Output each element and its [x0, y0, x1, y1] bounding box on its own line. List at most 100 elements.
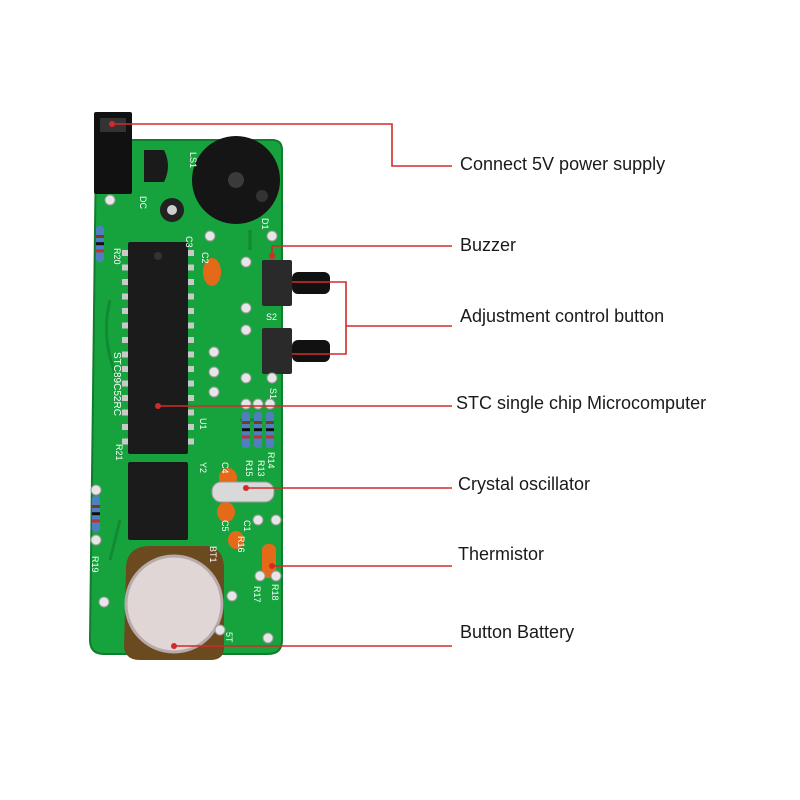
crystal-oscillator: [211, 481, 275, 503]
solder-pad: [240, 302, 252, 314]
mcu-pin: [122, 293, 128, 300]
silk-r16: R16: [236, 536, 246, 553]
callout-label-battery: Button Battery: [460, 622, 575, 642]
silk-d1: D1: [260, 218, 270, 230]
solder-pad: [226, 590, 238, 602]
solder-pad: [240, 324, 252, 336]
mcu-pin: [188, 395, 194, 401]
callout-label-thermistor: Thermistor: [458, 544, 545, 564]
mcu-pin: [122, 337, 128, 343]
mcu-pin: [122, 380, 128, 387]
resistor-band: [266, 428, 274, 432]
resistor-band: [96, 235, 104, 238]
solder-pad: [90, 534, 102, 546]
mcu-pin: [188, 322, 194, 329]
resistor-band: [242, 428, 250, 432]
mcu-pin: [188, 279, 194, 285]
resistor-band: [96, 249, 104, 253]
silk-c5: C5: [220, 520, 230, 532]
silk-r15: R15: [244, 460, 254, 477]
mcu-pin: [122, 366, 128, 372]
callout-dot: [155, 403, 161, 409]
solder-pad: [252, 398, 264, 410]
mcu-pin: [122, 395, 128, 401]
mcu-pins: [122, 250, 194, 445]
resistor-band: [266, 435, 274, 439]
callout-label-crystal: Crystal oscillator: [458, 474, 591, 494]
mcu-pin: [188, 409, 194, 416]
callout-lines: [109, 121, 452, 649]
mcu-pin: [122, 424, 128, 430]
callout-dot: [269, 563, 275, 569]
mcu-pin: [122, 308, 128, 314]
resistor-band: [96, 242, 104, 246]
mcu-pin: [188, 250, 194, 256]
silk-c1: C1: [242, 520, 252, 532]
silk-bt1: BT1: [208, 546, 218, 563]
silk-c3: C3: [184, 236, 194, 248]
resistor-bank: [92, 226, 274, 532]
callout-dot: [269, 253, 275, 259]
mcu-pin: [188, 366, 194, 372]
solder-pad: [90, 484, 102, 496]
silk-r13: R13: [256, 460, 266, 477]
silk-r18: R18: [270, 584, 280, 601]
mcu-pin: [122, 438, 128, 445]
mcu-pin: [188, 424, 194, 430]
solder-pad: [252, 514, 264, 526]
mcu-pin: [122, 264, 128, 271]
callout-dot: [243, 485, 249, 491]
silk-dc: DC: [138, 196, 148, 209]
mcu-pin: [188, 438, 194, 445]
solder-pad: [208, 386, 220, 398]
mcu-pin: [122, 279, 128, 285]
solder-pad: [264, 398, 276, 410]
battery-holder: [124, 546, 224, 660]
resistor-band: [254, 428, 262, 432]
transistor: [144, 150, 168, 182]
mcu-pin: [188, 308, 194, 314]
solder-pad: [98, 596, 110, 608]
resistor-band: [254, 435, 262, 439]
solder-pad: [240, 398, 252, 410]
mcu-pin: [188, 264, 194, 271]
resistor-band: [92, 505, 100, 508]
mcu-pin: [122, 351, 128, 358]
solder-pad: [214, 624, 226, 636]
buzzer-component: [192, 136, 280, 224]
tact-switch-s1: [262, 328, 330, 374]
mcu-pin: [122, 322, 128, 329]
callout-dot: [109, 121, 115, 127]
mcu-pin: [188, 337, 194, 343]
callout-line: [292, 281, 452, 355]
callout-line: [271, 245, 452, 256]
silk-r21: R21: [114, 444, 124, 461]
solder-pad: [204, 230, 216, 242]
silk-u1: U1: [198, 418, 208, 430]
solder-pad: [266, 230, 278, 242]
resistor-band: [254, 421, 262, 424]
silk-chip-marking: STC89C52RC: [111, 352, 122, 416]
mcu-pin: [122, 250, 128, 256]
solder-pads: [90, 194, 282, 644]
silk-c2: C2: [200, 252, 210, 264]
mcu-chip: [128, 242, 188, 454]
callout-label-buzzer: Buzzer: [460, 235, 517, 255]
small-ic: [128, 462, 188, 540]
electrolytic-capacitor: [160, 198, 184, 222]
silk-ls1: LS1: [188, 152, 198, 168]
resistor-band: [92, 519, 100, 523]
silk-r17: R17: [252, 586, 262, 603]
callout-dot: [171, 643, 177, 649]
callout-line: [112, 123, 452, 167]
silk-y2: Y2: [198, 462, 208, 473]
silk-r19: R19: [90, 556, 100, 573]
silk-s1: S1: [268, 388, 278, 399]
resistor-band: [266, 421, 274, 424]
resistor-band: [92, 512, 100, 516]
callout-label-buttons: Adjustment control button: [460, 306, 665, 326]
solder-pad: [270, 570, 282, 582]
silk-c4: C4: [220, 462, 230, 474]
thermistor-component: [262, 544, 276, 578]
